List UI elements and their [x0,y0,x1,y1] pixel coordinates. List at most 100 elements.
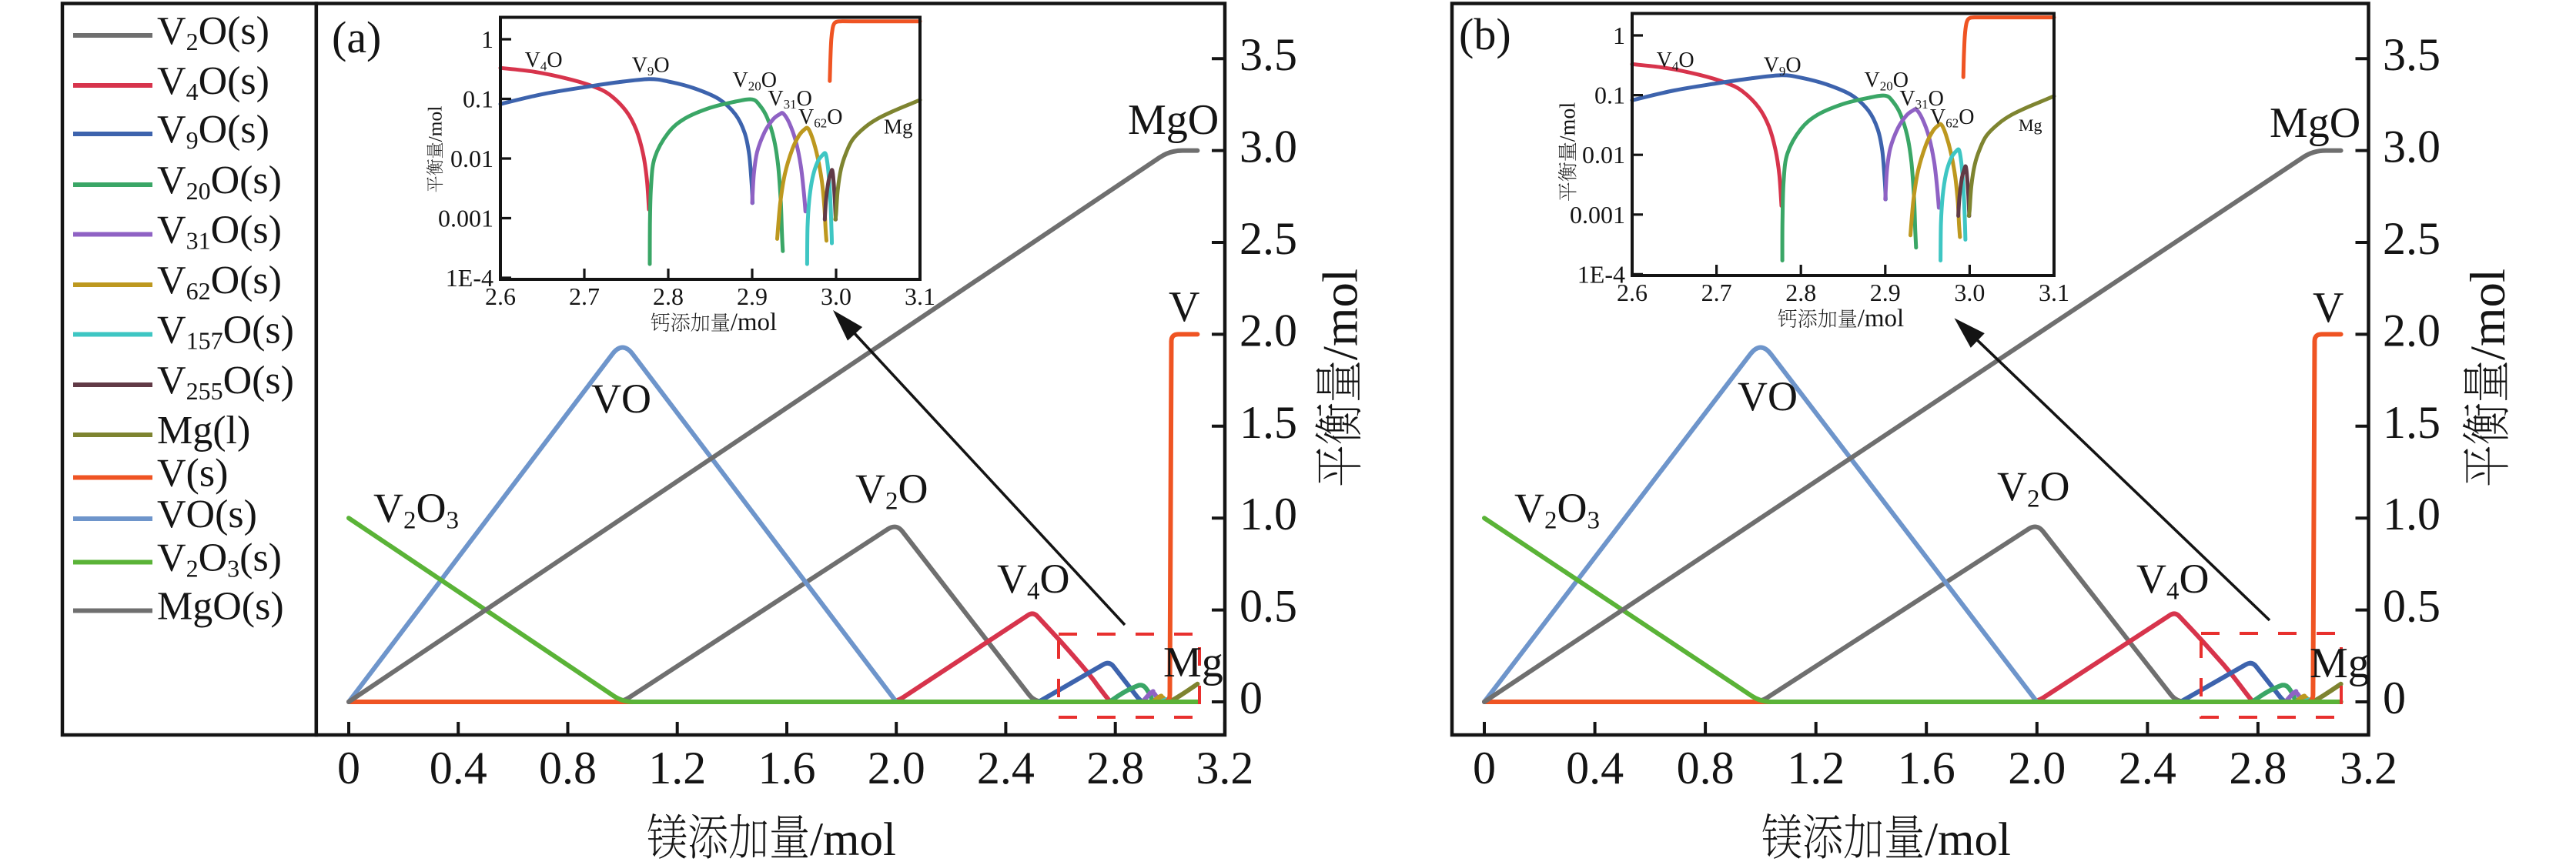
svg-text:V4O: V4O [997,556,1070,605]
svg-text:/mol: /mol [731,309,778,336]
svg-text:V: V [1169,283,1199,331]
svg-text:2.8: 2.8 [1086,743,1144,793]
svg-text:3.0: 3.0 [821,282,851,310]
svg-text:2.0: 2.0 [2008,743,2066,793]
svg-text:/mol: /mol [810,814,896,861]
svg-text:MgO: MgO [1128,96,1219,144]
svg-text:1.2: 1.2 [1787,743,1845,793]
svg-text:Mg(l): Mg(l) [157,409,250,453]
svg-text:0.001: 0.001 [438,205,493,232]
svg-text:V62O: V62O [1930,105,1974,130]
svg-text:2.8: 2.8 [2229,743,2287,793]
svg-text:3.2: 3.2 [2340,743,2397,793]
svg-text:V: V [2313,284,2343,332]
svg-text:/mol: /mol [1858,305,1905,332]
svg-text:Mg: Mg [2310,640,2370,687]
svg-text:0.1: 0.1 [1594,82,1625,109]
svg-text:VO: VO [591,376,651,422]
svg-text:V31O: V31O [1899,87,1943,112]
svg-text:1.6: 1.6 [1898,743,1955,793]
svg-text:V9O(s): V9O(s) [157,108,269,154]
svg-text:1.0: 1.0 [2383,489,2441,539]
svg-text:2.4: 2.4 [977,743,1035,793]
svg-text:2.7: 2.7 [569,282,600,310]
svg-text:1: 1 [481,25,493,53]
svg-text:V4O: V4O [2136,556,2210,605]
svg-text:2.6: 2.6 [485,282,516,310]
svg-text:Mg: Mg [2019,115,2042,135]
svg-text:3.5: 3.5 [1239,29,1297,80]
svg-text:2.5: 2.5 [2383,213,2441,264]
svg-text:0.5: 0.5 [1239,581,1297,632]
svg-text:V2O: V2O [855,466,928,515]
svg-text:V4O(s): V4O(s) [157,59,269,105]
svg-text:1.6: 1.6 [758,743,816,793]
svg-text:V9O: V9O [1764,54,1802,78]
svg-text:MgO(s): MgO(s) [157,585,284,629]
svg-text:0: 0 [337,743,360,793]
svg-text:V2O(s): V2O(s) [157,9,269,55]
svg-text:1.5: 1.5 [1239,397,1297,448]
svg-text:0.01: 0.01 [450,145,493,172]
svg-text:0.5: 0.5 [2383,581,2441,632]
svg-text:V4O: V4O [525,48,563,73]
svg-text:0: 0 [1473,743,1496,793]
svg-text:/mol: /mol [1313,269,1368,360]
svg-text:3.0: 3.0 [1239,122,1297,172]
svg-text:V157O(s): V157O(s) [157,309,294,355]
svg-text:V4O: V4O [1657,48,1694,73]
svg-text:V31O(s): V31O(s) [157,209,282,255]
svg-text:2.5: 2.5 [1239,213,1297,264]
svg-text:VO: VO [1738,373,1798,419]
svg-text:V2O3: V2O3 [1514,485,1600,534]
svg-text:0.8: 0.8 [1677,743,1735,793]
svg-text:0.001: 0.001 [1570,201,1625,229]
svg-text:1.5: 1.5 [2383,397,2441,448]
svg-text:3.5: 3.5 [2383,29,2441,80]
svg-text:VO(s): VO(s) [157,493,257,536]
svg-text:V255O(s): V255O(s) [157,359,294,405]
svg-text:0.4: 0.4 [1566,743,1624,793]
svg-text:V31O: V31O [768,87,811,112]
svg-text:0.1: 0.1 [463,85,493,113]
svg-text:2.6: 2.6 [1617,279,1648,306]
svg-text:1E-4: 1E-4 [446,264,493,292]
svg-text:2.4: 2.4 [2119,743,2176,793]
svg-text:0.4: 0.4 [430,743,487,793]
svg-text:2.8: 2.8 [1785,279,1816,306]
svg-text:2.0: 2.0 [2383,305,2441,356]
svg-text:V62O: V62O [798,105,842,130]
svg-text:(b): (b) [1459,9,1511,59]
svg-text:/mol: /mol [2461,269,2516,360]
svg-text:V20O: V20O [1865,68,1909,93]
svg-text:2.8: 2.8 [653,282,684,310]
svg-text:V62O(s): V62O(s) [157,259,282,305]
svg-text:1E-4: 1E-4 [1577,260,1625,288]
svg-text:V(s): V(s) [157,452,228,496]
svg-text:V2O3(s): V2O3(s) [157,536,282,583]
svg-text:3.0: 3.0 [2383,122,2441,172]
svg-text:Mg: Mg [1163,639,1223,686]
svg-text:1.2: 1.2 [648,743,706,793]
svg-text:3.0: 3.0 [1954,279,1985,306]
svg-text:/mol: /mol [1925,814,2011,861]
svg-text:0: 0 [2383,673,2406,723]
svg-text:V2O: V2O [1997,463,2070,513]
svg-text:1.0: 1.0 [1239,489,1297,539]
svg-text:/mol: /mol [1557,102,1581,142]
svg-text:2.0: 2.0 [1239,305,1297,356]
svg-text:3.2: 3.2 [1196,743,1253,793]
svg-text:MgO: MgO [2270,99,2360,147]
svg-text:2.7: 2.7 [1701,279,1732,306]
svg-text:2.9: 2.9 [1870,279,1901,306]
svg-text:2.0: 2.0 [868,743,925,793]
svg-text:0.01: 0.01 [1582,141,1625,169]
svg-text:0.8: 0.8 [539,743,597,793]
svg-text:V2O3: V2O3 [373,485,459,534]
svg-text:2.9: 2.9 [737,282,768,310]
svg-text:1: 1 [1613,22,1625,49]
svg-text:3.1: 3.1 [2039,279,2069,306]
svg-text:V9O: V9O [632,54,670,78]
svg-text:Mg: Mg [884,115,913,139]
svg-text:3.1: 3.1 [905,282,935,310]
